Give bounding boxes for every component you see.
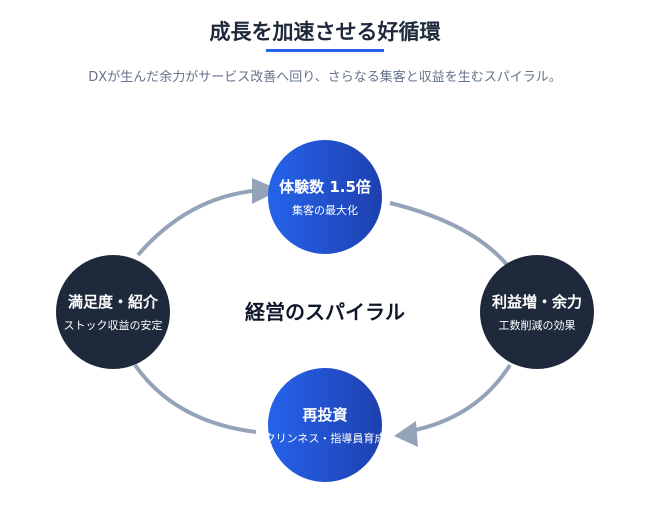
center-label: 経営のスパイラル: [245, 300, 405, 324]
arrowhead-icon: [394, 421, 418, 447]
node-title: 利益増・余力: [491, 293, 582, 311]
node-title: 満足度・紹介: [67, 293, 158, 311]
page-title: 成長を加速させる好循環: [209, 20, 441, 44]
arrowhead-icon: [252, 178, 280, 204]
node-sub: ストック収益の安定: [63, 319, 163, 332]
arc-right-bottom: [404, 363, 512, 434]
node-title: 再投資: [302, 406, 348, 424]
node-sub: 工数削減の効果: [498, 319, 576, 332]
node-bottom: 再投資 クリンネス・指導員育成: [265, 368, 385, 482]
title-underline: [266, 49, 384, 52]
arc-top-right: [389, 201, 517, 277]
subtitle: DXが生んだ余力がサービス改善へ回り、さらなる集客と収益を生むスパイラル。: [88, 70, 562, 85]
node-sub: クリンネス・指導員育成: [264, 432, 386, 445]
arc-left-top: [136, 188, 263, 257]
node-sub: 集客の最大化: [292, 204, 358, 217]
node-right: 利益増・余力 工数削減の効果: [480, 255, 594, 369]
arc-bottom-left: [133, 363, 257, 434]
node-top: 体験数 1.5倍 集客の最大化: [268, 140, 382, 254]
node-left: 満足度・紹介 ストック収益の安定: [56, 255, 170, 369]
node-title: 体験数 1.5倍: [279, 178, 371, 196]
